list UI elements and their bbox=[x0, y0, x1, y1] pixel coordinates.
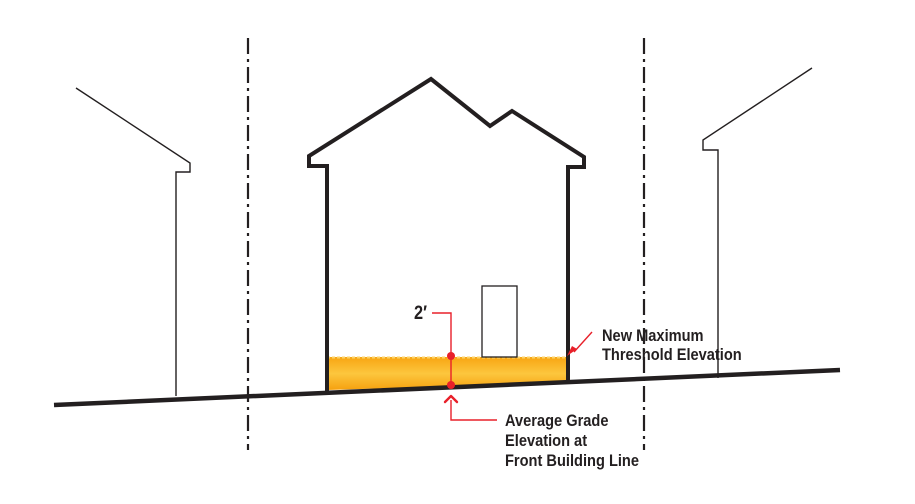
threshold-label-line1: New Maximum bbox=[602, 326, 704, 345]
grade-label-line3: Front Building Line bbox=[505, 451, 639, 470]
grade-chevron-up-icon bbox=[443, 394, 459, 404]
grade-callout-leader bbox=[450, 400, 497, 421]
dimension-label: 2′ bbox=[414, 303, 428, 324]
threshold-arrow-icon bbox=[567, 346, 577, 356]
threshold-label-line2: Threshold Elevation bbox=[602, 345, 742, 364]
dimension-leader-line bbox=[432, 312, 452, 386]
ground-line bbox=[53, 367, 841, 408]
grade-label-line2: Elevation at bbox=[505, 431, 588, 450]
grade-dimension-dot bbox=[447, 381, 455, 389]
door bbox=[481, 285, 518, 358]
main-house-outline bbox=[307, 76, 586, 392]
right-neighbor-house bbox=[702, 67, 813, 378]
threshold-fill-zone bbox=[327, 357, 568, 390]
threshold-callout-leader bbox=[573, 331, 593, 353]
threshold-dimension-dot bbox=[447, 352, 455, 360]
left-neighbor-house bbox=[75, 87, 191, 396]
grade-label-line1: Average Grade bbox=[505, 411, 609, 430]
